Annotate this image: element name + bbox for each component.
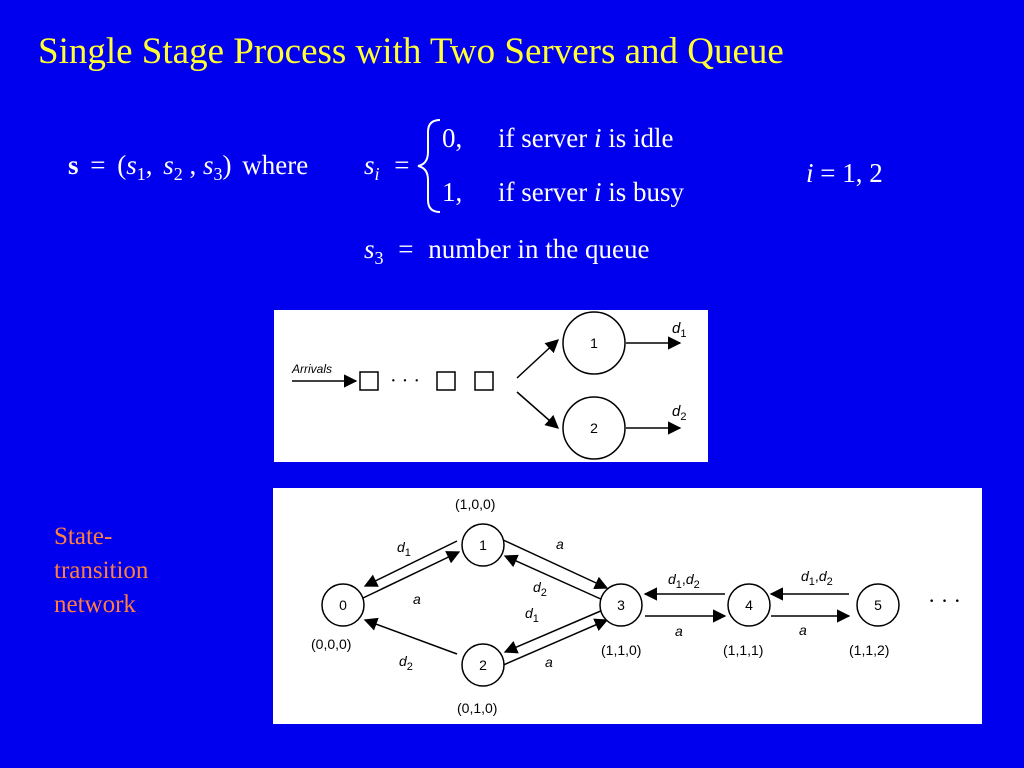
label-line: transition <box>54 557 149 584</box>
node-3-label: 3 <box>617 597 625 613</box>
state-vector-expression: s = (s1, s2 , s3) where <box>68 150 308 186</box>
queue-ellipsis: · · · <box>390 370 420 392</box>
edge-1-to-3 <box>500 538 609 590</box>
case-idle: 0, <box>442 123 462 153</box>
node-3 <box>599 583 643 627</box>
edge-label-d2: d2 <box>533 579 547 599</box>
queue-slot <box>436 371 456 391</box>
node-0-state: (0,0,0) <box>311 636 351 652</box>
node-1 <box>461 523 505 567</box>
node-0-label: 0 <box>339 597 347 613</box>
state-transition-network: 0 1 2 3 4 5 (0,0,0) (1,0,0) (0,1,0) (1,1… <box>311 496 961 716</box>
server-2-label: 2 <box>590 420 598 436</box>
queue-slot <box>359 371 379 391</box>
queue-diagram-panel: Arrivals · · · 1 2 d1 d2 <box>274 310 708 462</box>
edge-label-a: a <box>675 623 683 639</box>
edge-label-d1: d1 <box>525 605 539 625</box>
edge-label-d1: d1 <box>397 539 411 559</box>
label-line: network <box>54 591 136 618</box>
edge-3-to-2 <box>503 609 604 654</box>
node-0 <box>321 583 365 627</box>
node-5-label: 5 <box>874 597 882 613</box>
node-1-label: 1 <box>479 537 487 553</box>
label-line: State- <box>54 523 113 550</box>
edge-label-a: a <box>545 654 553 670</box>
edge-1-to-0 <box>363 540 458 587</box>
state-transition-network-label: State- transition network <box>54 520 148 622</box>
cases-brace <box>417 119 441 213</box>
s3-definition: s3 = number in the queue <box>364 234 649 270</box>
node-4 <box>727 583 771 627</box>
network-ellipsis: · · · <box>928 588 961 613</box>
node-2-state: (0,1,0) <box>457 700 497 716</box>
to-server-2-arrow <box>516 391 560 429</box>
edge-2-to-0 <box>363 617 458 655</box>
departure-2-label: d2 <box>672 403 686 423</box>
case-idle-condition: if server i is idle <box>498 123 673 153</box>
node-2 <box>461 643 505 687</box>
node-3-state: (1,1,0) <box>601 642 641 658</box>
case-busy-condition: if server i is busy <box>498 177 684 207</box>
edge-label-a: a <box>413 591 421 607</box>
edge-3-to-1 <box>503 554 604 601</box>
edge-label-a: a <box>799 622 807 638</box>
edge-label-d1-d2: d1,d2 <box>801 568 833 588</box>
slide-title: Single Stage Process with Two Servers an… <box>38 31 784 72</box>
arrivals-label: Arrivals <box>291 362 332 376</box>
server-2-node <box>562 396 626 460</box>
node-2-label: 2 <box>479 657 487 673</box>
node-4-state: (1,1,1) <box>723 642 763 658</box>
node-4-label: 4 <box>745 597 753 613</box>
edge-0-to-1 <box>362 551 461 599</box>
node-5-state: (1,1,2) <box>849 642 889 658</box>
state-transition-network-panel: 0 1 2 3 4 5 (0,0,0) (1,0,0) (0,1,0) (1,1… <box>273 488 982 724</box>
index-range: i = 1, 2 <box>806 158 883 188</box>
departure-1-label: d1 <box>672 320 686 340</box>
to-server-1-arrow <box>516 339 559 379</box>
server-1-label: 1 <box>590 335 598 351</box>
si-expression: si = <box>364 150 410 186</box>
edge-label-a: a <box>556 536 564 552</box>
server-1-node <box>562 311 626 375</box>
queue-slot <box>474 371 494 391</box>
edge-label-d2: d2 <box>399 653 413 673</box>
edge-label-d1-d2: d1,d2 <box>668 571 700 591</box>
state-definition-formula: s = (s1, s2 , s3) where si = 0, if serve… <box>68 119 883 270</box>
edge-2-to-3 <box>500 618 609 667</box>
queue-diagram: Arrivals · · · 1 2 d1 d2 <box>291 311 686 460</box>
case-busy: 1, <box>442 177 462 207</box>
node-1-state: (1,0,0) <box>455 496 495 512</box>
node-5 <box>856 583 900 627</box>
